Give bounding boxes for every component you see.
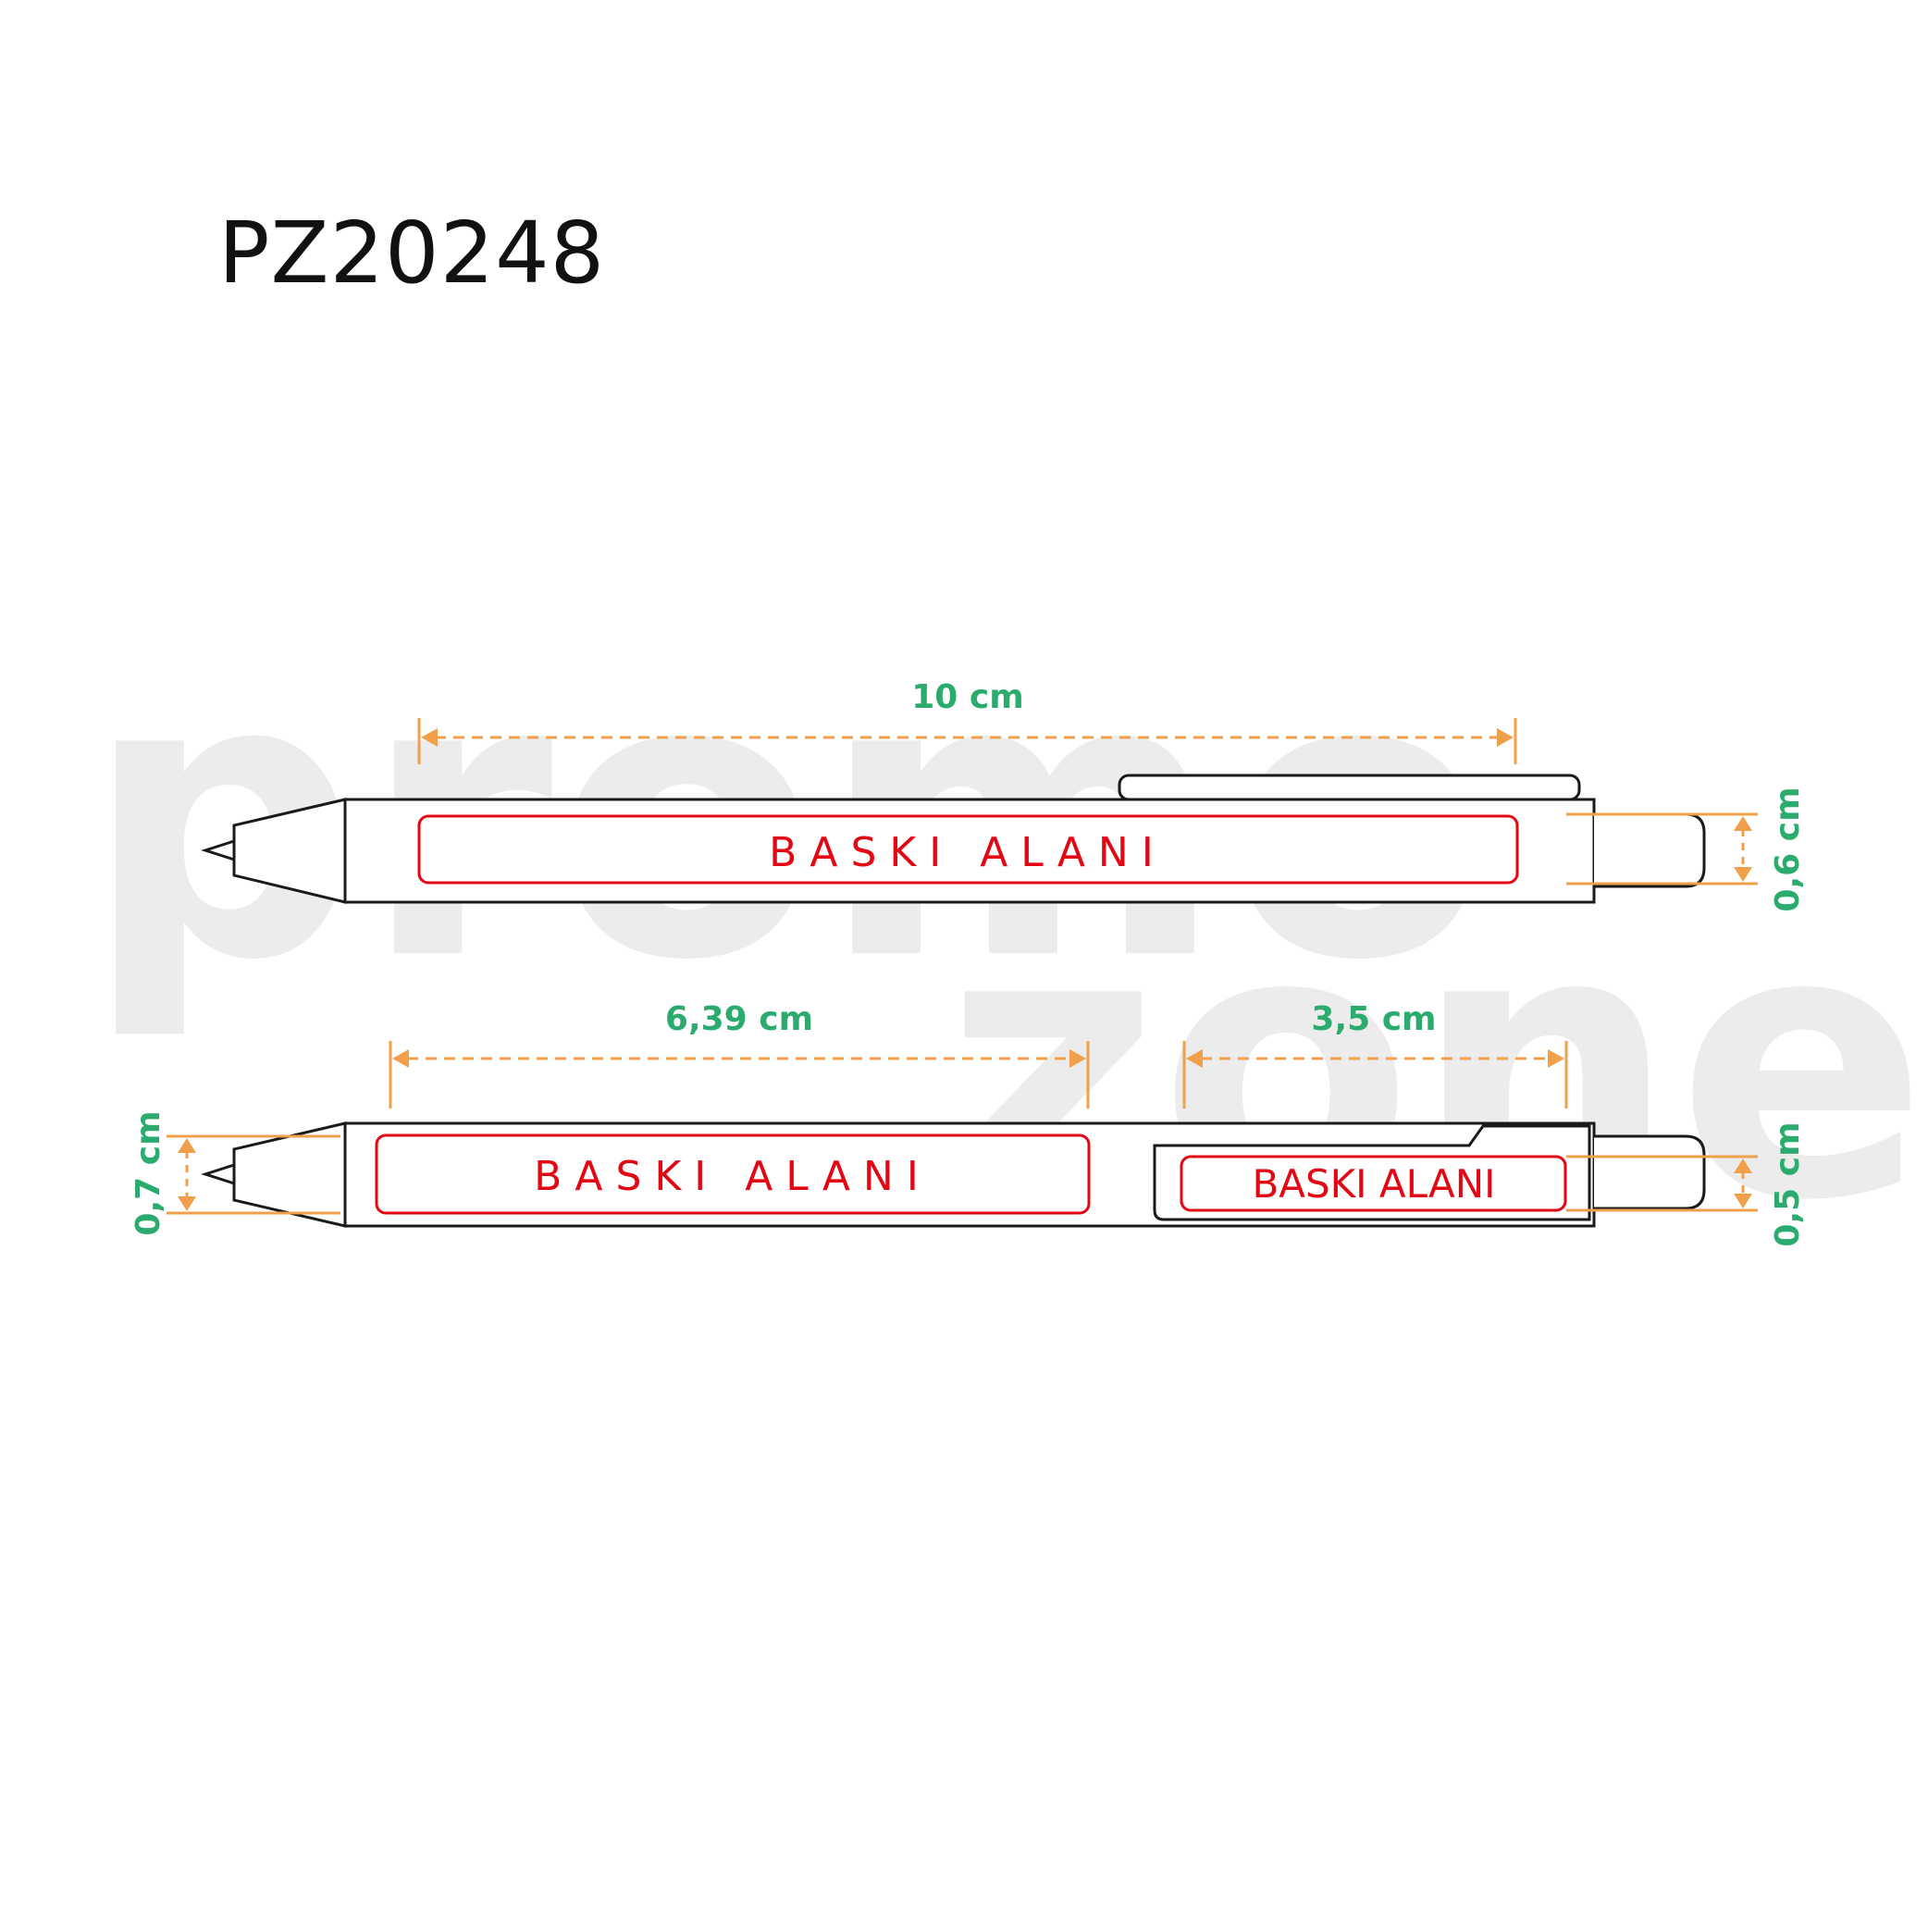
pen-plunger bbox=[1594, 812, 1706, 888]
top-length-label: 10 cm bbox=[911, 678, 1023, 716]
body-height-label: 0,7 cm bbox=[130, 1110, 167, 1235]
top-print-area-box bbox=[417, 814, 1519, 885]
body-print-area-box bbox=[375, 1133, 1091, 1215]
clip-print-area-box bbox=[1180, 1155, 1567, 1212]
product-code: PZ20248 bbox=[218, 204, 606, 303]
clip-length-dimension bbox=[1182, 1041, 1568, 1108]
pen-refill-tip bbox=[201, 1162, 236, 1186]
body-height-dimension bbox=[167, 1134, 340, 1215]
body-length-label: 6,39 cm bbox=[665, 1000, 813, 1038]
clip-height-dimension bbox=[1566, 1155, 1758, 1212]
clip-length-label: 3,5 cm bbox=[1311, 1000, 1436, 1038]
top-height-dimension bbox=[1566, 812, 1758, 886]
pen-plunger bbox=[1594, 1134, 1706, 1210]
top-print-area-label: BASKI ALANI bbox=[769, 829, 1167, 876]
pen-clip-front bbox=[1153, 1124, 1591, 1221]
top-length-dimension bbox=[417, 718, 1517, 764]
body-length-dimension bbox=[389, 1041, 1090, 1108]
top-height-label: 0,6 cm bbox=[1769, 786, 1807, 911]
pen-clip bbox=[1118, 774, 1581, 801]
pen-refill-tip bbox=[201, 838, 236, 862]
pen-tip-cone bbox=[232, 1121, 347, 1228]
clip-print-area-label: BASKI ALANI bbox=[1252, 1161, 1495, 1207]
clip-height-label: 0,5 cm bbox=[1769, 1121, 1807, 1246]
body-print-area-label: BASKI ALANI bbox=[534, 1153, 932, 1200]
